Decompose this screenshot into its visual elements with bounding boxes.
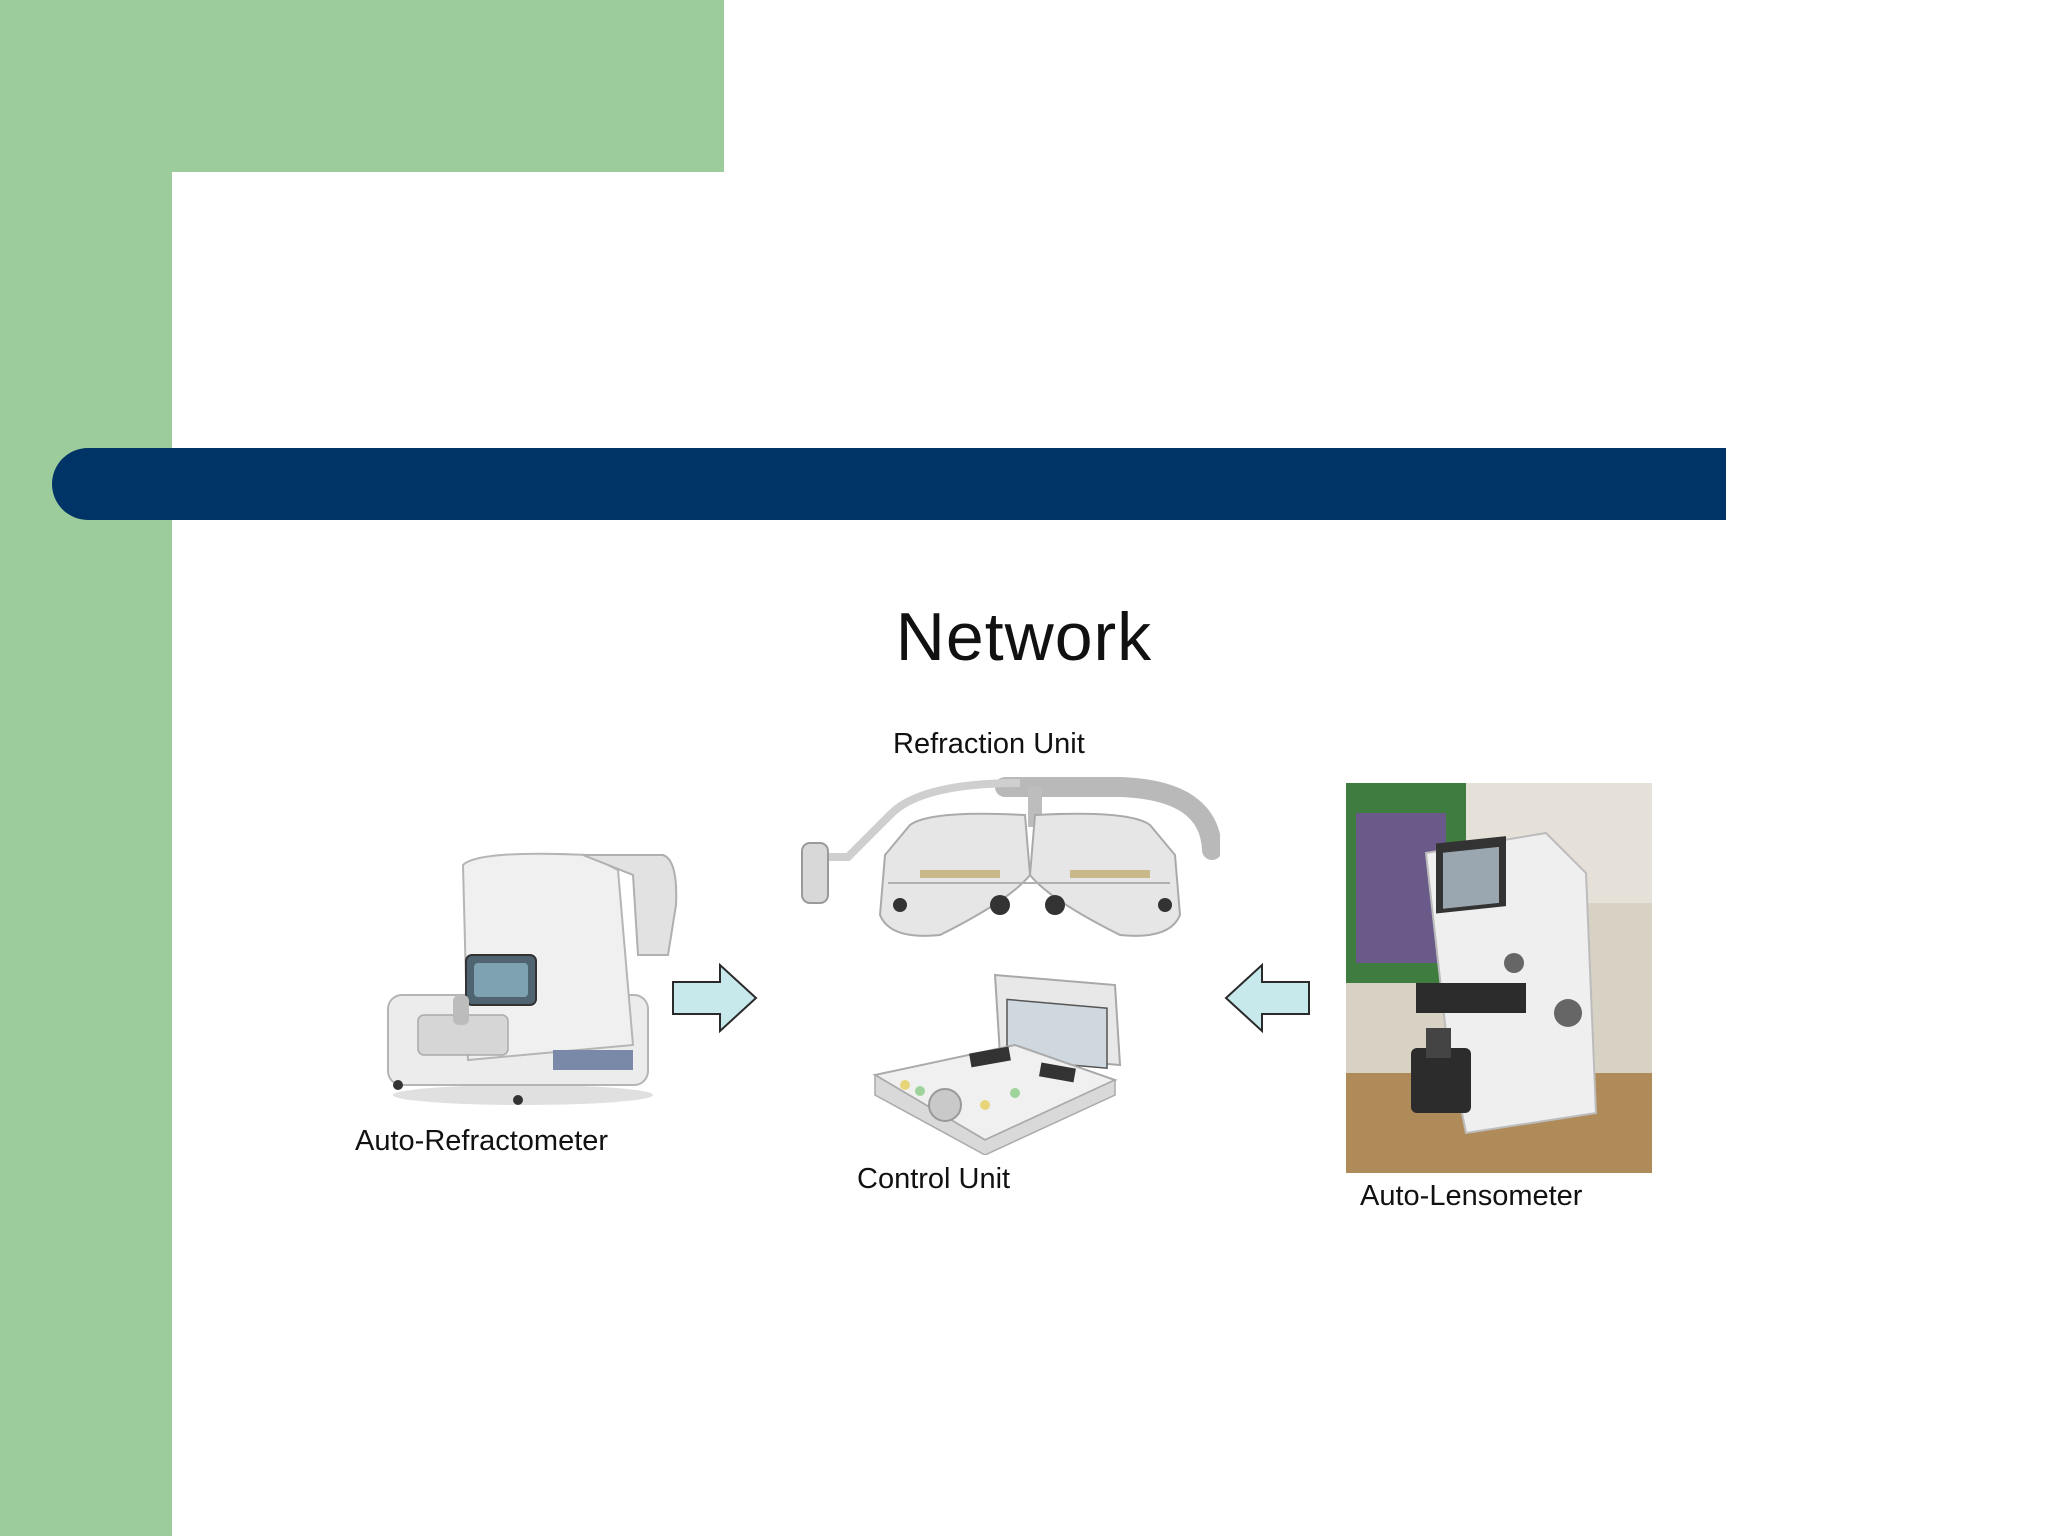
green-side-band [0,0,172,1536]
diagram-title: Network [895,599,1153,675]
auto-lensometer-image [1346,783,1652,1173]
label-auto-refractometer: Auto-Refractometer [355,1125,609,1157]
control-unit-image [865,965,1125,1155]
navy-title-bar [52,448,1726,520]
label-control-unit: Control Unit [857,1163,1011,1195]
refraction-unit-image [780,765,1220,965]
green-top-band [0,0,724,172]
auto-refractometer-image [378,845,678,1110]
label-refraction-unit: Refraction Unit [893,728,1085,760]
arrow-right-icon [670,962,760,1034]
label-auto-lensometer: Auto-Lensometer [1360,1180,1583,1212]
arrow-left-icon [1222,962,1312,1034]
